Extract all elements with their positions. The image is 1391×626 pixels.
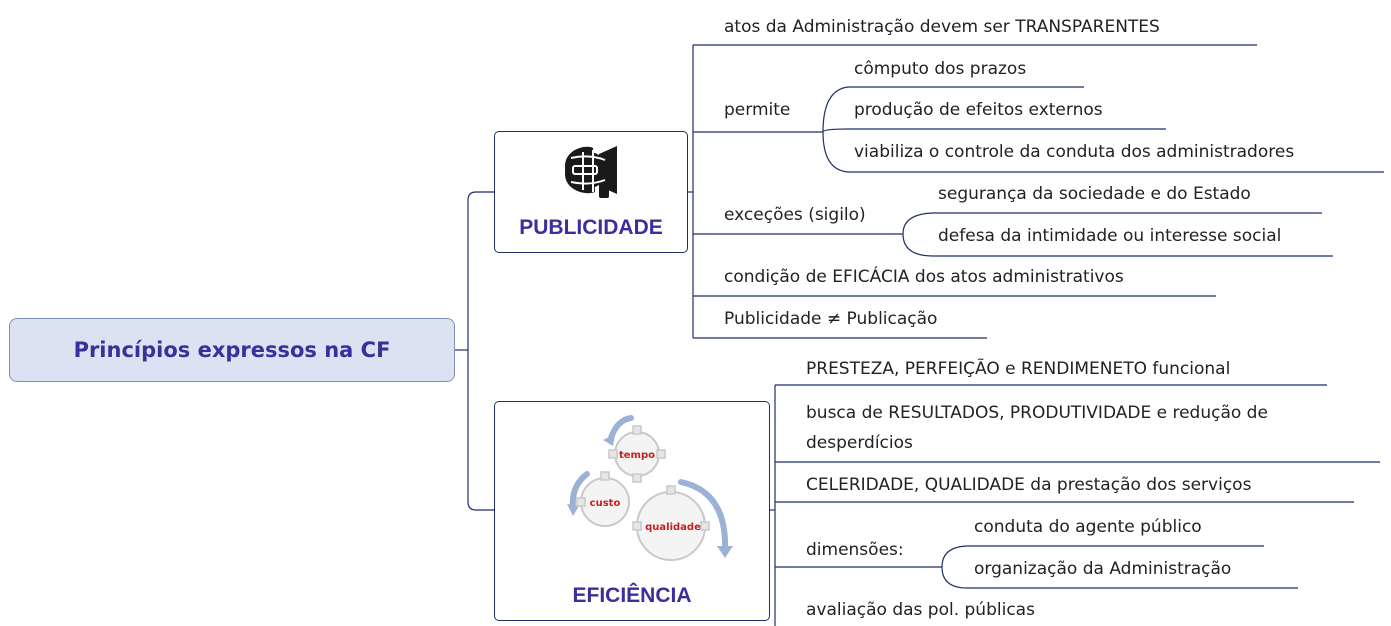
eficiencia-title: EFICIÊNCIA [572,584,692,607]
gears-cycle-icon: tempo custo qualidade [567,415,733,561]
leaf-excecoes[interactable]: exceções (sigilo) [724,205,866,225]
gear-label-qualidade: qualidade [645,522,701,533]
leaf-dimensoes[interactable]: dimensões: [806,540,904,560]
leaf-computo-prazos[interactable]: cômputo dos prazos [854,59,1027,79]
leaf-conduta-agente[interactable]: conduta do agente público [974,517,1202,537]
leaf-permite[interactable]: permite [724,100,791,120]
gear-label-custo: custo [590,498,621,509]
eficiencia-node[interactable]: tempo custo qualidade EFICIÊNCIA [494,401,770,621]
publicidade-node[interactable]: PUBLICIDADE [494,131,688,253]
publicidade-title: PUBLICIDADE [519,216,663,239]
leaf-presteza[interactable]: PRESTEZA, PERFEIÇÃO e RENDIMENETO funcio… [806,359,1231,379]
leaf-seguranca[interactable]: segurança da sociedade e do Estado [938,184,1251,204]
leaf-organizacao[interactable]: organização da Administração [974,559,1232,579]
leaf-publicacao[interactable]: Publicidade ≠ Publicação [724,309,938,329]
leaf-eficacia[interactable]: condição de EFICÁCIA dos atos administra… [724,267,1124,287]
leaf-celeridade[interactable]: CELERIDADE, QUALIDADE da prestação dos s… [806,475,1252,495]
root-node[interactable]: Princípios expressos na CF [9,318,455,382]
leaf-efeitos-externos[interactable]: produção de efeitos externos [854,100,1103,120]
root-label: Princípios expressos na CF [73,338,391,362]
megaphone-icon [565,146,617,198]
gear-label-tempo: tempo [619,450,655,461]
leaf-resultados[interactable]: busca de RESULTADOS, PRODUTIVIDADE e red… [806,403,1268,453]
leaf-avaliacao[interactable]: avaliação das pol. públicas [806,600,1035,620]
leaf-controle-conduta[interactable]: viabiliza o controle da conduta dos admi… [854,142,1295,162]
leaf-transparentes[interactable]: atos da Administração devem ser TRANSPAR… [724,17,1160,37]
leaf-intimidade[interactable]: defesa da intimidade ou interesse social [938,226,1282,246]
